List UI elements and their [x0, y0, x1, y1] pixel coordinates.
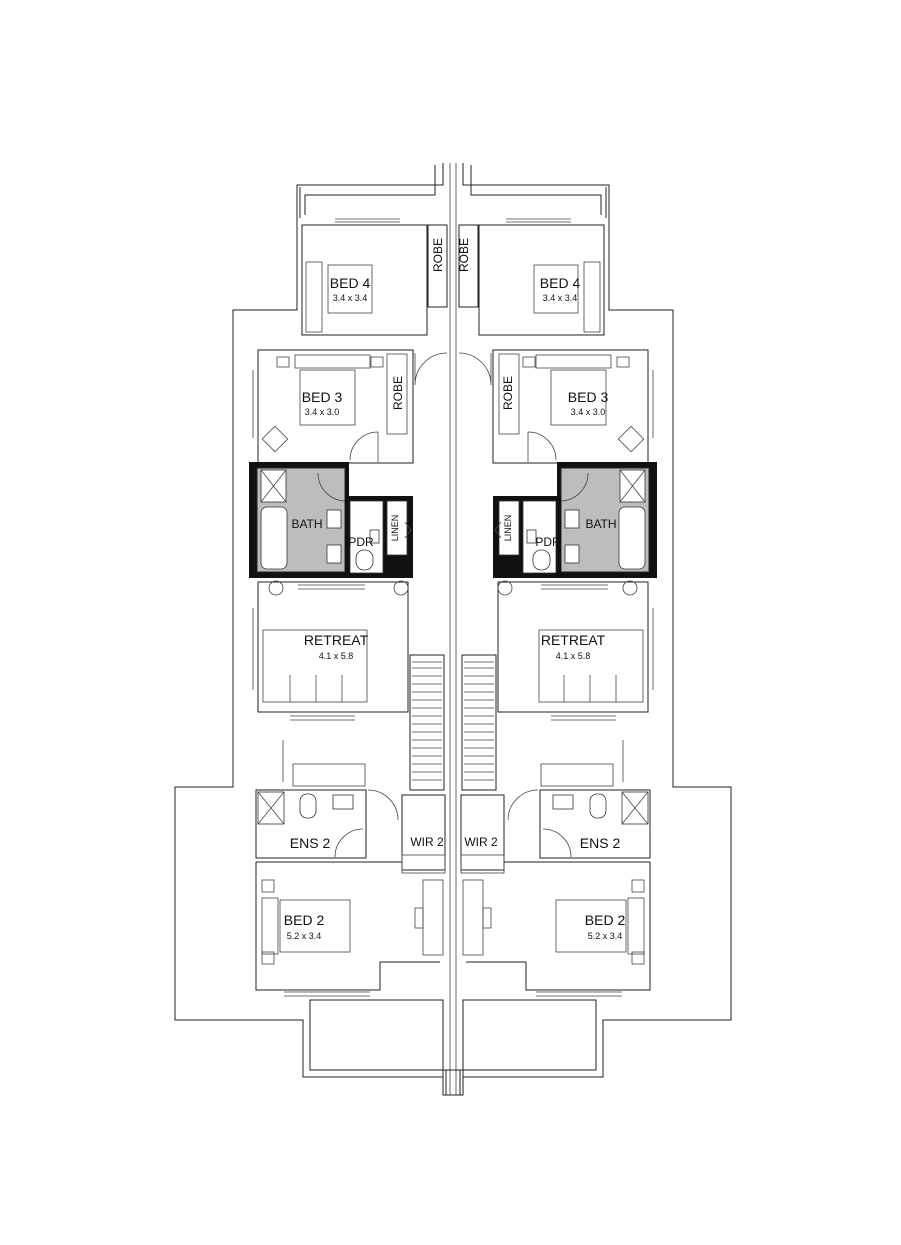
left-pdr-label: PDR	[348, 535, 374, 549]
left-bed4-dim: 3.4 x 3.4	[333, 293, 368, 303]
left-robe-top-label: ROBE	[431, 238, 445, 272]
left-dwelling	[175, 163, 460, 1095]
right-dwelling	[446, 163, 731, 1095]
left-bed3-dim: 3.4 x 3.0	[305, 407, 340, 417]
right-linen-label: LINEN	[503, 515, 513, 542]
left-bed4-label: BED 4	[330, 275, 371, 291]
left-retreat-label: RETREAT	[304, 632, 369, 648]
left-robe-bed3-label: ROBE	[391, 376, 405, 410]
left-bed2-label: BED 2	[284, 912, 325, 928]
right-bed4-dim: 3.4 x 3.4	[543, 293, 578, 303]
right-ens2-label: ENS 2	[580, 835, 621, 851]
right-bed4-label: BED 4	[540, 275, 581, 291]
right-bed2-dim: 5.2 x 3.4	[588, 931, 623, 941]
left-bed2-dim: 5.2 x 3.4	[287, 931, 322, 941]
left-wir2-label: WIR 2	[410, 835, 444, 849]
right-retreat-dim: 4.1 x 5.8	[556, 651, 591, 661]
left-retreat-dim: 4.1 x 5.8	[319, 651, 354, 661]
right-bed3-label: BED 3	[568, 389, 609, 405]
right-robe-bed3-label: ROBE	[501, 376, 515, 410]
left-linen-label: LINEN	[390, 515, 400, 542]
left-ens2-label: ENS 2	[290, 835, 331, 851]
left-bed3-label: BED 3	[302, 389, 343, 405]
right-bath-label: BATH	[585, 517, 616, 531]
right-robe-top-label: ROBE	[457, 238, 471, 272]
right-bed3-dim: 3.4 x 3.0	[571, 407, 606, 417]
right-wir2-label: WIR 2	[464, 835, 498, 849]
left-bath-label: BATH	[291, 517, 322, 531]
right-pdr-label: PDR	[535, 535, 561, 549]
right-bed2-label: BED 2	[585, 912, 626, 928]
right-retreat-label: RETREAT	[541, 632, 606, 648]
